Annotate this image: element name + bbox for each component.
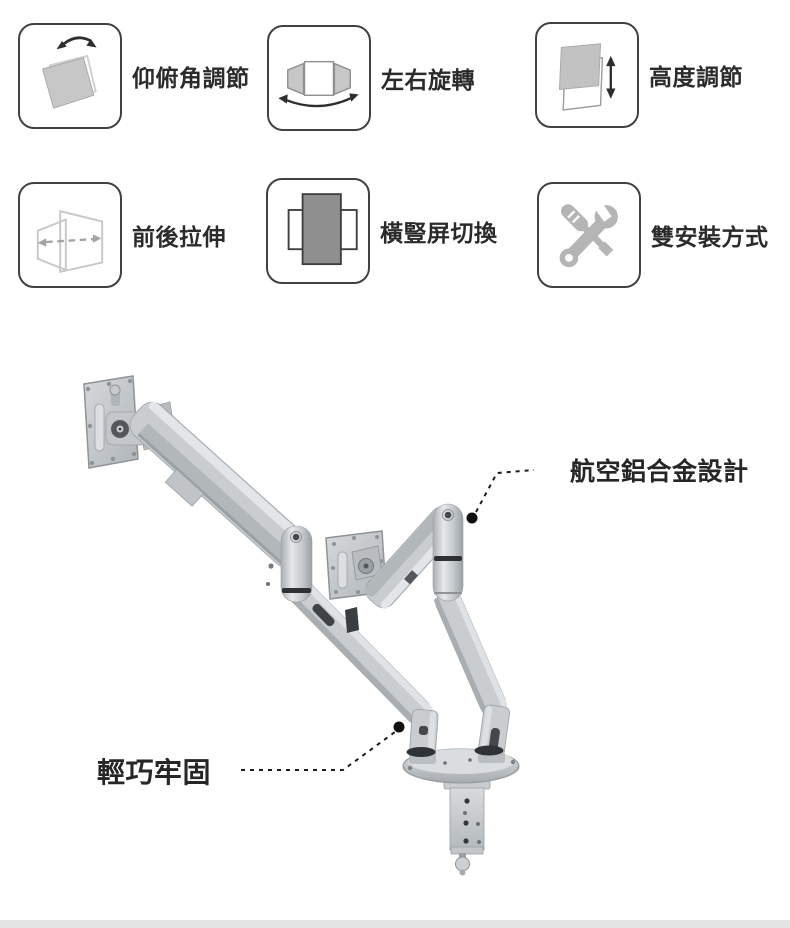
tilt-angle-icon-box bbox=[18, 23, 122, 129]
dual-mount-icon bbox=[559, 200, 618, 268]
feature-label: 前後拉伸 bbox=[132, 224, 226, 250]
swivel-icon bbox=[278, 60, 359, 108]
extend-retract-icon-box bbox=[18, 182, 122, 288]
feature-extend: 前後拉伸 bbox=[18, 182, 226, 288]
leader-dot-sturdy bbox=[393, 721, 405, 733]
feature-label: 高度調節 bbox=[649, 64, 743, 90]
tilt-angle-icon bbox=[41, 36, 97, 109]
feature-tilt: 仰俯角調節 bbox=[18, 23, 250, 129]
clamp-bracket bbox=[443, 776, 491, 876]
upper-arm-left bbox=[129, 401, 310, 569]
feature-dual-mount: 雙安裝方式 bbox=[537, 182, 769, 288]
feature-label: 雙安裝方式 bbox=[651, 224, 769, 250]
height-adjust-icon bbox=[558, 43, 616, 111]
annotation-material: 航空鋁合金設計 bbox=[570, 458, 749, 486]
leader-line-material bbox=[466, 469, 535, 524]
footer-bar bbox=[0, 920, 790, 928]
feature-rotate-screen: 橫豎屏切換 bbox=[266, 178, 498, 284]
leader-dot-material bbox=[466, 512, 478, 524]
landscape-portrait-icon bbox=[287, 193, 358, 266]
feature-label: 仰俯角調節 bbox=[132, 65, 250, 91]
feature-label: 橫豎屏切換 bbox=[380, 220, 498, 246]
swivel-icon-box bbox=[267, 25, 371, 131]
leader-line-sturdy bbox=[241, 721, 405, 771]
dual-mount-icon-box bbox=[537, 182, 641, 288]
elbow-left bbox=[280, 525, 313, 603]
landscape-portrait-icon-box bbox=[266, 178, 370, 284]
extend-retract-icon bbox=[36, 210, 104, 274]
feature-swivel: 左右旋轉 bbox=[267, 25, 475, 131]
elbow-right bbox=[432, 503, 464, 602]
feature-height: 高度調節 bbox=[535, 22, 743, 128]
annotation-sturdy: 輕巧牢固 bbox=[97, 757, 212, 788]
arm-base-posts bbox=[406, 704, 511, 764]
forearm-right bbox=[434, 589, 508, 716]
feature-label: 左右旋轉 bbox=[381, 67, 475, 93]
height-adjust-icon-box bbox=[535, 22, 639, 128]
